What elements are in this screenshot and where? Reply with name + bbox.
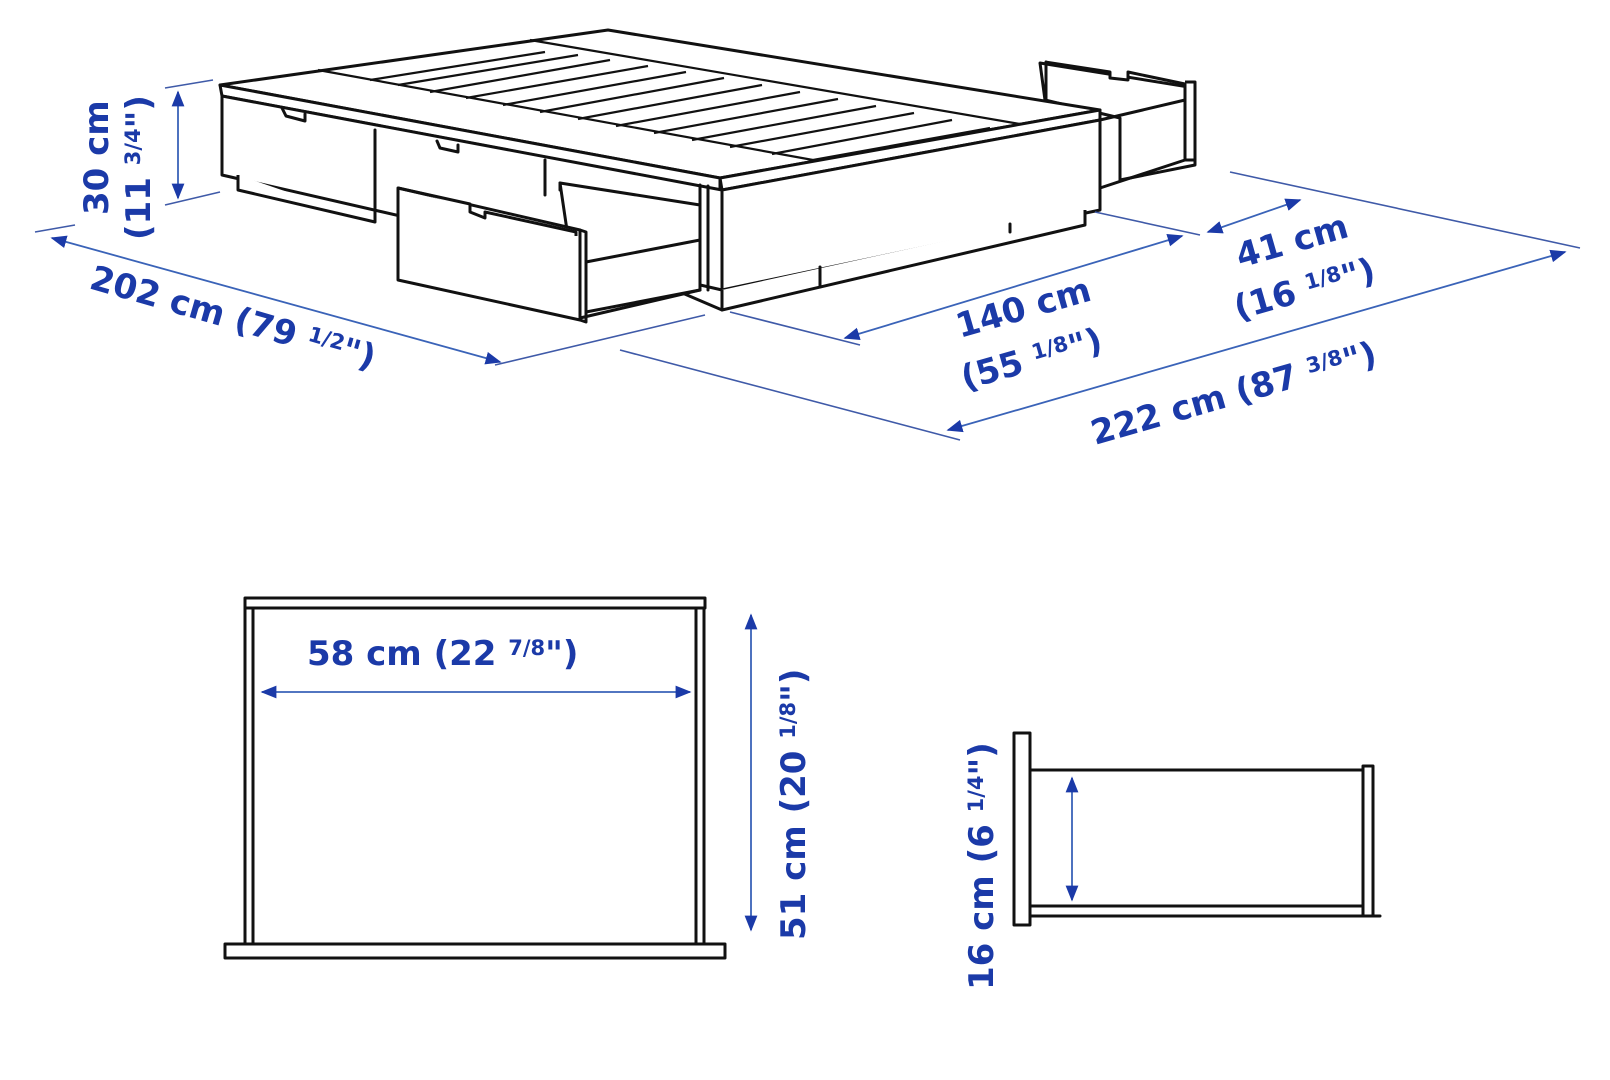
total-width-label: 222 cm (87 3/8") [1086,334,1381,454]
length-dimension-label: 202 cm (79 1/2") [86,258,381,378]
drawer-top-view: 58 cm (22 7/8") 51 cm (20 1/8") [223,596,814,960]
drawer-inner-depth-label: 51 cm (20 1/8") [774,669,814,940]
bed-isometric-drawing [218,28,1197,324]
height-dimension-label: 30 cm [77,100,117,215]
height-inch-label: (11 3/4") [119,95,159,240]
drawer-inner-height-label: 16 cm (6 1/4") [962,742,1002,990]
drawer-inner-width-label: 58 cm (22 7/8") [307,634,578,674]
drawer-side-view: 16 cm (6 1/4") [962,731,1382,990]
